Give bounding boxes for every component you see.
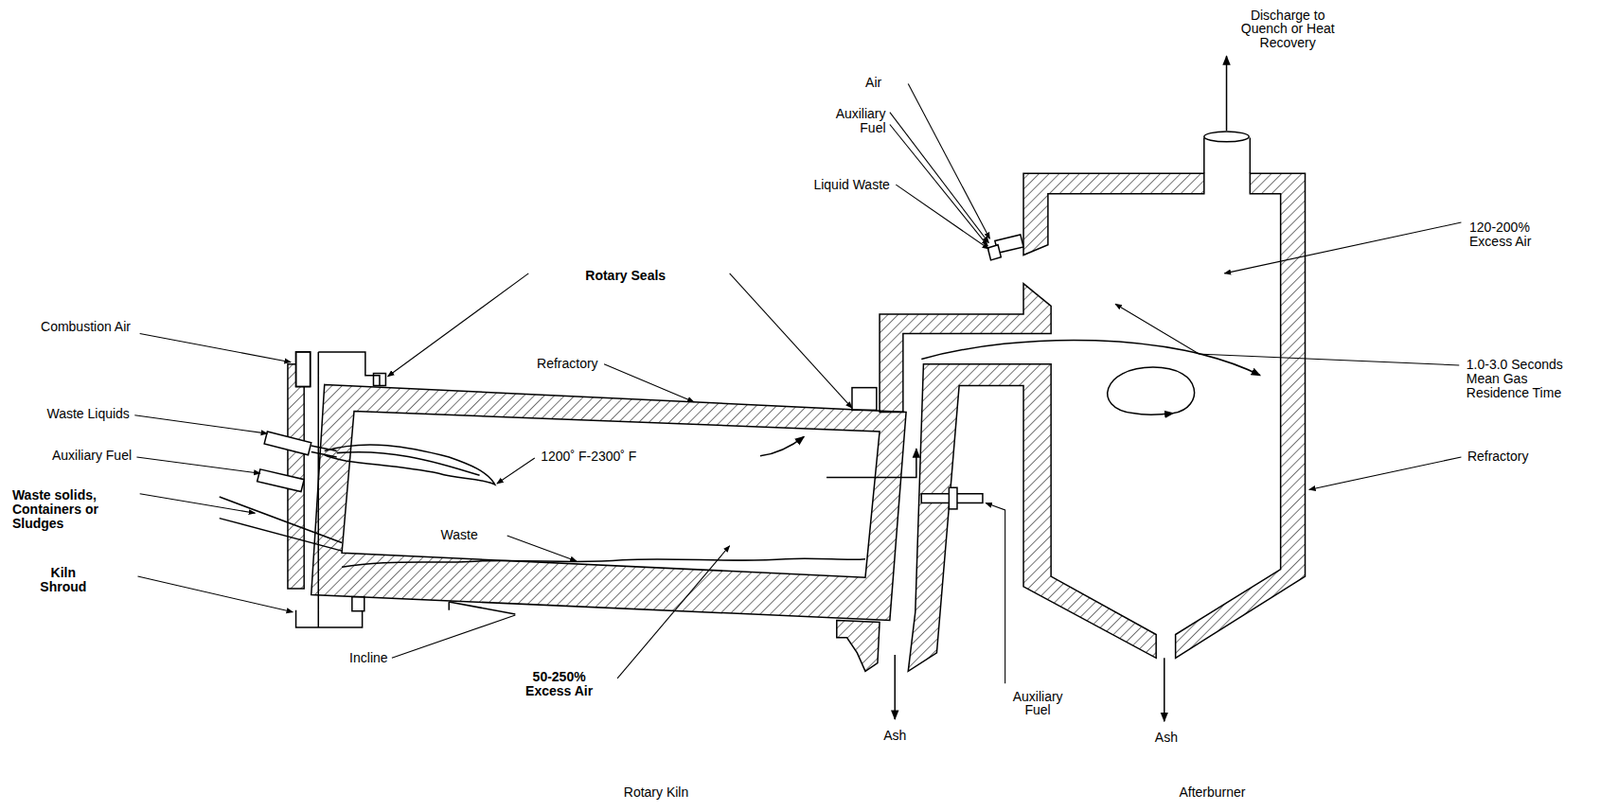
afterburner-top-wall: [1023, 173, 1205, 255]
callout-label: Auxiliary Fuel: [1001, 690, 1073, 718]
waste-liquid-burner: [264, 431, 312, 456]
callout-label: 50-250% Excess Air: [510, 670, 607, 698]
incline-bar: [448, 602, 516, 615]
kiln-shroud: [296, 352, 380, 628]
gas-flow: [921, 339, 1261, 375]
callout-label: Kiln Shroud: [32, 566, 94, 594]
callout-label: Rotary Seals: [585, 268, 666, 284]
gas-swirl: [1107, 367, 1195, 415]
callout-label: Refractory: [1467, 449, 1529, 464]
kiln-refractory: [311, 384, 907, 621]
callout-label: Combustion Air: [28, 320, 131, 335]
callout-label: Ash: [1155, 730, 1178, 746]
callout-label: Waste: [441, 528, 479, 543]
rotary-seal: [852, 388, 877, 411]
callout-label: 120-200% Excess Air: [1469, 220, 1562, 249]
callout-label: 1.0-3.0 Seconds Mean Gas Residence Time: [1466, 357, 1584, 400]
callout-label: Ash: [883, 728, 907, 744]
afterburner-left-wall: [907, 364, 1156, 672]
aux-fuel-burner: [257, 469, 305, 493]
leader-lines: [134, 83, 1461, 684]
stack: [1204, 138, 1251, 175]
callout-label: Discharge to Quench or Heat Recovery: [1226, 8, 1350, 51]
callout-label: Auxiliary Fuel: [52, 448, 132, 463]
callout-label: Refractory: [536, 356, 599, 372]
callout-label: Waste Liquids: [46, 407, 129, 422]
flame: [324, 444, 496, 485]
callout-label: 1200˚ F-2300˚ F: [540, 449, 637, 464]
callout-label: Liquid Waste: [813, 177, 889, 193]
callout-label: Afterburner: [1178, 785, 1245, 800]
feed-chute: [219, 497, 342, 552]
afterburner-right-wall: [1175, 173, 1306, 658]
waste-bed: [341, 558, 866, 568]
callout-label: Rotary Kiln: [623, 785, 689, 800]
ash-chute: [836, 620, 880, 672]
callout-label: Incline: [349, 651, 388, 666]
callout-label: Waste solids, Containers or Sludges: [12, 488, 125, 531]
callout-label: Auxiliary Fuel: [814, 106, 886, 135]
callout-label: Air: [865, 75, 882, 90]
